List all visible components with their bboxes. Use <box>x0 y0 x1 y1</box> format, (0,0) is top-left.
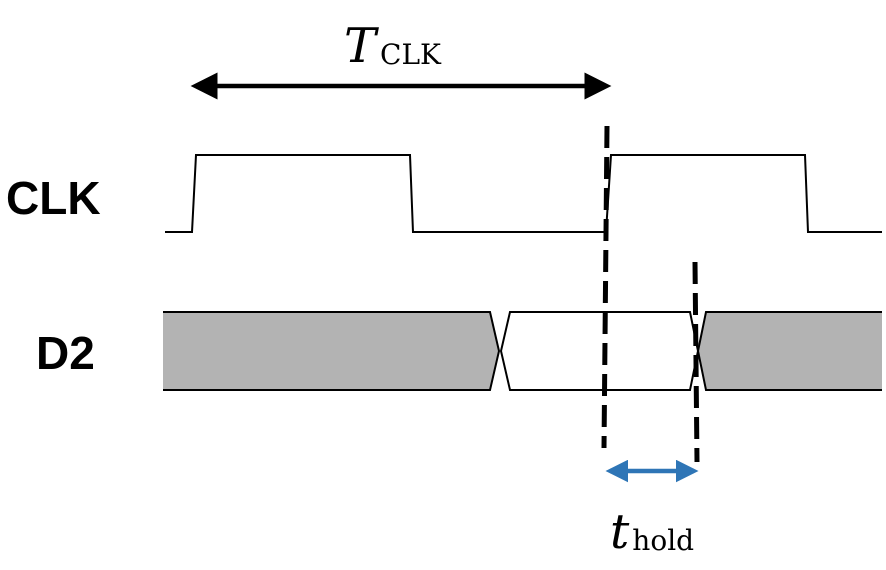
data-transition-window <box>499 311 700 391</box>
data-signal-label: D2 <box>36 327 95 379</box>
hold-label-symbol: t <box>610 504 630 560</box>
data-stable-region-before-outline <box>163 311 501 391</box>
data-stable-region-after-outline <box>696 311 882 391</box>
hold-label-subscript: hold <box>632 524 694 557</box>
period-label-subscript: CLK <box>380 38 442 71</box>
clock-edge-dashed-line <box>601 125 610 449</box>
clock-waveform <box>165 154 882 233</box>
period-label-symbol: T <box>344 18 379 74</box>
data-stable-region-after <box>698 312 882 390</box>
clock-signal-label: CLK <box>6 172 101 224</box>
data-stable-region-before <box>163 312 499 390</box>
hold-end-dashed-line <box>692 261 700 463</box>
